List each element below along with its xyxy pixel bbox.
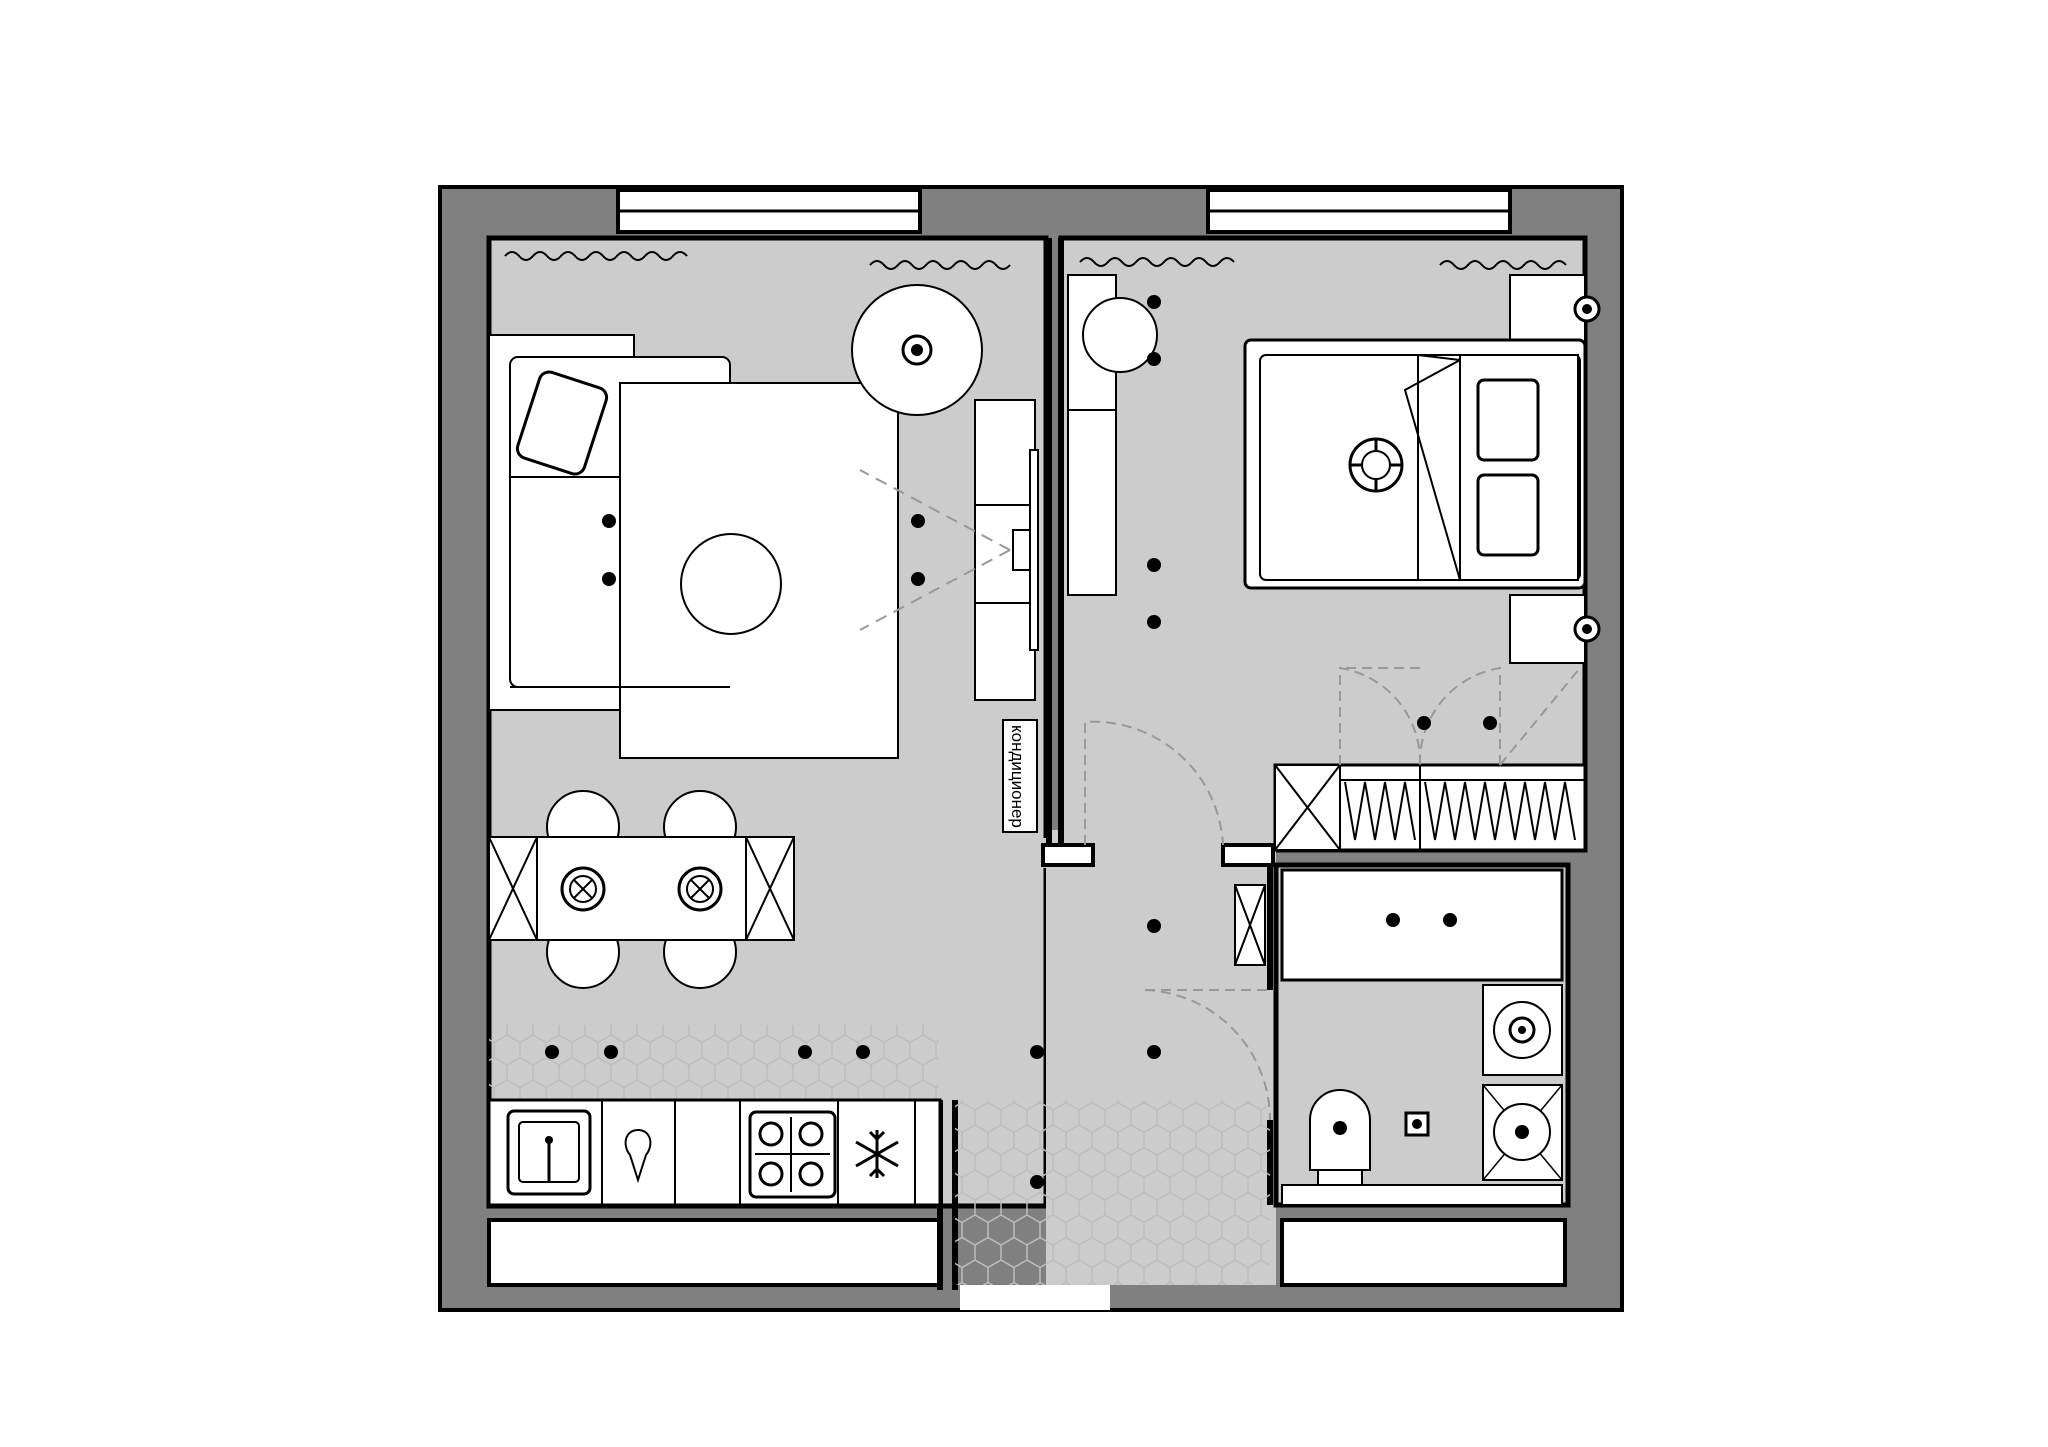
curtain-bedroom-2 bbox=[1439, 260, 1567, 270]
wardrobe-bedroom bbox=[1273, 763, 1587, 852]
entrance-opening bbox=[960, 1285, 1110, 1310]
curtain-bedroom-1 bbox=[1079, 257, 1235, 267]
bathroom-door-swing bbox=[1144, 989, 1271, 1121]
drain-icon bbox=[1404, 1111, 1430, 1137]
tv-view-lines bbox=[859, 469, 1011, 631]
washing-machine-icon bbox=[1482, 1084, 1563, 1181]
curtain-left-2 bbox=[869, 260, 1011, 270]
black-dot-icon bbox=[545, 295, 1497, 1189]
washbasin-icon bbox=[1493, 1001, 1551, 1059]
nightstand-bottom bbox=[1509, 594, 1586, 664]
ac-label: кондиционер bbox=[1008, 725, 1027, 828]
toilet-icon bbox=[1309, 1089, 1371, 1187]
hob-icon bbox=[748, 1110, 837, 1199]
ceiling-lamp-icon bbox=[560, 866, 723, 912]
rug bbox=[619, 382, 899, 759]
tv-unit bbox=[974, 399, 1039, 701]
coffee-table bbox=[680, 533, 782, 635]
bathtub bbox=[1280, 868, 1564, 982]
air-conditioner bbox=[1002, 719, 1038, 833]
bathroom-bench bbox=[1281, 1184, 1563, 1206]
ceiling-lamp-icon bbox=[1348, 437, 1404, 493]
cushion bbox=[515, 370, 609, 476]
armchair bbox=[1082, 297, 1158, 373]
sink-icon bbox=[506, 1109, 592, 1196]
window-bottom-right bbox=[1280, 1218, 1567, 1287]
dining-table bbox=[488, 790, 795, 989]
wall-lamp-icon bbox=[1573, 295, 1601, 643]
faucet-icon bbox=[624, 1128, 652, 1184]
kitchen-tiles bbox=[489, 1025, 939, 1100]
window-bottom-left bbox=[487, 1218, 941, 1287]
wardrobe-door-swings bbox=[1339, 666, 1581, 766]
curtain-left-1 bbox=[504, 251, 688, 261]
snowflake-icon bbox=[855, 1130, 899, 1178]
bed bbox=[1243, 338, 1587, 590]
hall-tiles bbox=[955, 1100, 1270, 1285]
